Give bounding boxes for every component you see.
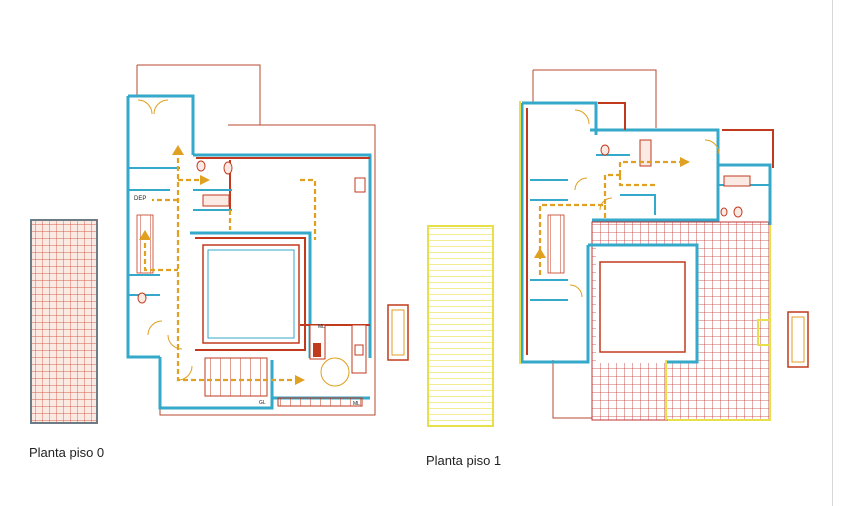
courtyard-void-1 — [599, 261, 686, 353]
label-gl: GL — [259, 400, 266, 406]
label-ml-kitchen: ML — [353, 401, 360, 407]
caption-planta-piso-0: Planta piso 0 — [29, 445, 105, 460]
bathroom-fixtures-1 — [600, 139, 751, 218]
courtyard — [202, 244, 300, 344]
balcony-0 — [387, 304, 409, 361]
yellow-accents-1 — [519, 101, 771, 421]
floor-plan-1 — [427, 69, 809, 427]
page-edge-divider — [832, 0, 833, 506]
pool-deck-left — [30, 219, 98, 424]
door-swings-1 — [569, 109, 720, 298]
interior-walls-1 — [526, 102, 774, 355]
kitchen-block — [309, 324, 367, 374]
stairs-0 — [204, 357, 363, 407]
circulation-path-1 — [538, 160, 680, 275]
caption-planta-piso-1: Planta piso 1 — [426, 453, 502, 468]
door-swings — [137, 99, 350, 387]
balcony-1 — [787, 311, 809, 368]
label-dep: DEP — [134, 196, 146, 202]
deck-striped — [427, 225, 494, 427]
label-ml-stair: ML — [318, 324, 325, 330]
exterior-walls-1 — [520, 101, 772, 364]
path-arrowheads-0 — [139, 145, 305, 385]
floor-plan-0: DEP ML GL ML — [30, 64, 409, 424]
stair-1 — [547, 214, 565, 274]
bathroom-fixtures-0 — [137, 160, 366, 304]
circulation-path-0 — [143, 150, 317, 382]
path-arrowheads-1 — [534, 157, 690, 258]
